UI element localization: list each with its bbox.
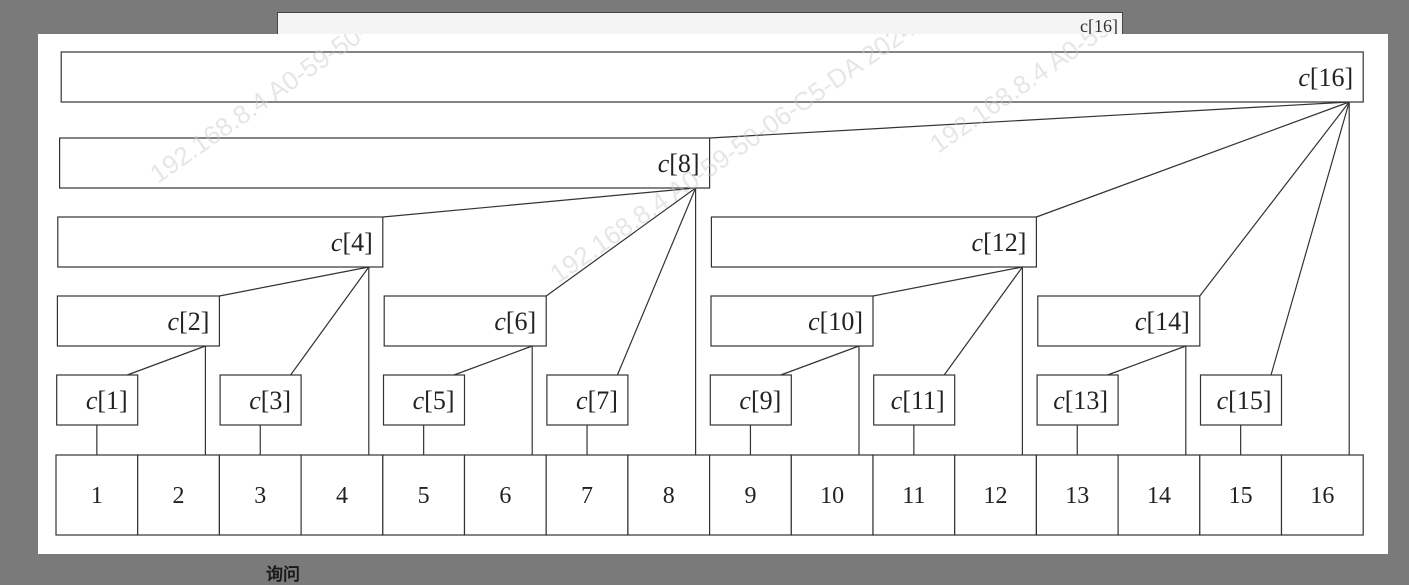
array-cell	[137, 454, 220, 536]
tree-node-label: c[1]	[86, 386, 128, 415]
tree-node-label: c[8]	[658, 149, 700, 178]
tree-node-box	[873, 374, 956, 426]
array-cell-value: 15	[1229, 483, 1253, 509]
array-cell-value: 12	[984, 483, 1008, 509]
array-cell	[954, 454, 1038, 536]
caption-text: 询问	[266, 565, 300, 585]
connector-line	[872, 266, 1023, 297]
connector-line	[290, 266, 370, 376]
array-cell	[1280, 454, 1364, 536]
connector-line	[1107, 345, 1187, 376]
connector-line	[1036, 101, 1350, 218]
tree-node-box	[709, 374, 792, 426]
tree-node-label: c[12]	[972, 228, 1027, 257]
array-cell	[1117, 454, 1201, 536]
array-cell-value: 5	[418, 483, 430, 509]
tree-node-box	[56, 295, 220, 347]
tree-node-boxes: c[16] c[8] c[4] c[12] c[2] c[6] c[10] c[14] c[1]…	[56, 51, 1364, 426]
connector-line	[616, 187, 697, 376]
array-cell	[708, 454, 792, 536]
array-cell	[55, 454, 139, 536]
array-cell-value: 11	[902, 483, 925, 509]
array-cell-value: 2	[173, 483, 185, 509]
connector-line	[219, 266, 369, 297]
tree-node-label: c[3]	[249, 386, 291, 415]
tree-node-box	[1199, 374, 1283, 426]
tree-node-label: c[7]	[576, 386, 618, 415]
array-cell-value: 4	[336, 483, 348, 509]
array-cell-value: 13	[1065, 483, 1089, 509]
fenwick-tree-diagram: c[16] c[8] c[4] c[12] c[2] c[6] c[10] c[14] c[1]…	[55, 34, 1388, 536]
array-cell-value: 14	[1147, 483, 1171, 509]
array-cell	[1035, 454, 1119, 536]
connector-line	[453, 345, 533, 376]
tree-node-box	[383, 295, 547, 347]
tree-node-box	[1037, 295, 1201, 347]
array-cell-value: 1	[91, 483, 103, 509]
array-cell-value: 6	[499, 483, 511, 509]
background-node-label: c[16]	[1080, 16, 1118, 36]
array-cell	[545, 454, 629, 536]
array-cell-value: 7	[581, 483, 593, 509]
connector-line	[382, 187, 696, 218]
tree-node-box	[59, 137, 711, 189]
tree-node-box	[546, 374, 629, 426]
array-cell-value: 8	[663, 483, 675, 509]
fenwick-tree-figure: c[16] c[8] c[4] c[12] c[2] c[6] c[10] c[14] c[1]…	[38, 34, 1388, 554]
array-cell	[463, 454, 547, 536]
connector-line	[126, 345, 206, 376]
tree-node-label: c[10]	[808, 307, 863, 336]
tree-node-label: c[14]	[1135, 307, 1190, 336]
tree-node-box	[60, 51, 1364, 103]
array-cell	[218, 454, 302, 536]
tree-node-label: c[5]	[413, 386, 455, 415]
tree-node-box	[710, 295, 874, 347]
connector-line	[780, 345, 860, 376]
array-cell	[1199, 454, 1283, 536]
tree-node-label: c[16]	[1298, 63, 1353, 92]
connector-line	[1199, 101, 1350, 297]
tree-node-label: c[11]	[891, 386, 945, 415]
tree-node-box	[382, 374, 466, 426]
connector-line	[709, 101, 1350, 139]
tree-node-label: c[2]	[168, 307, 210, 336]
tree-node-box	[56, 374, 139, 426]
tree-node-label: c[15]	[1217, 386, 1272, 415]
tree-node-box	[219, 374, 302, 426]
array-cell-value: 9	[744, 483, 756, 509]
array-cell-value: 3	[254, 483, 266, 509]
tree-node-box	[710, 216, 1038, 268]
tree-node-label: c[6]	[494, 307, 536, 336]
array-cell-value: 10	[820, 483, 844, 509]
array-cell	[382, 454, 466, 536]
connector-lines	[96, 101, 1350, 455]
array-cell-value: 16	[1310, 483, 1334, 509]
tree-node-label: c[4]	[331, 228, 373, 257]
tree-node-box	[57, 216, 384, 268]
tree-node-label: c[13]	[1053, 386, 1108, 415]
array-cell	[872, 454, 956, 536]
connector-line	[1270, 101, 1350, 376]
connector-line	[943, 266, 1023, 376]
tree-node-box	[1036, 374, 1119, 426]
tree-node-label: c[9]	[739, 386, 781, 415]
connector-line	[545, 187, 696, 297]
